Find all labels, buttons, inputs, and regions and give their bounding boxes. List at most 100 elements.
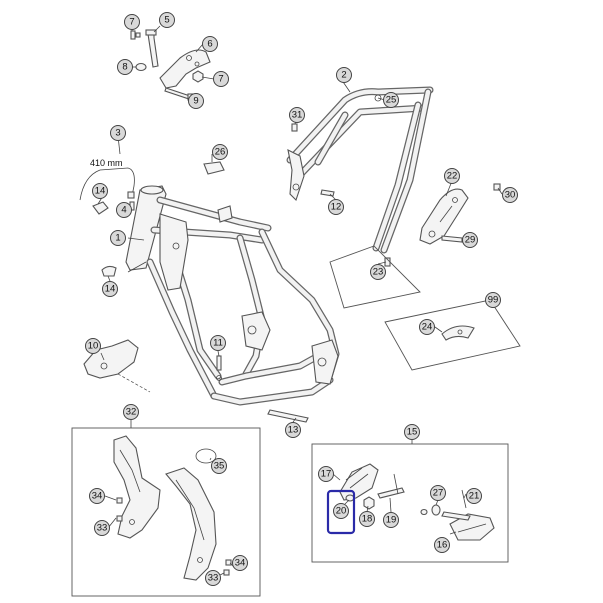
washer-20	[345, 494, 355, 502]
pin-19	[377, 487, 405, 499]
guard-screw-34-bottom	[225, 559, 232, 566]
kit-box-99	[384, 299, 521, 371]
callout-32: 32	[123, 404, 139, 420]
subframe	[286, 86, 434, 254]
callout-14-top: 14	[92, 183, 108, 199]
callout-35: 35	[211, 458, 227, 474]
footrest-box	[311, 443, 509, 563]
bolt-13	[267, 409, 309, 423]
svg-text:25: 25	[386, 95, 397, 106]
frame-guard-right	[165, 467, 217, 581]
callout-7-top: 7	[124, 14, 140, 30]
washer-lower	[420, 508, 428, 516]
callout-29: 29	[462, 232, 478, 248]
callout-18: 18	[359, 511, 375, 527]
svg-text:99: 99	[488, 295, 499, 306]
grommet-14-bottom	[101, 265, 117, 277]
svg-text:22: 22	[447, 171, 458, 182]
callout-25: 25	[383, 92, 399, 108]
callout-1: 1	[110, 230, 126, 246]
svg-text:13: 13	[288, 425, 299, 436]
callout-15: 15	[404, 424, 420, 440]
svg-text:24: 24	[422, 322, 433, 333]
cable-length-label: 410 mm	[90, 158, 123, 168]
svg-text:32: 32	[126, 407, 137, 418]
callout-9: 9	[188, 93, 204, 109]
svg-text:34: 34	[235, 558, 246, 569]
svg-text:26: 26	[215, 147, 226, 158]
svg-text:14: 14	[95, 186, 106, 197]
cable-clip-26	[203, 161, 225, 175]
cable-tie-35	[195, 448, 217, 464]
svg-text:1: 1	[115, 233, 120, 244]
callout-17: 17	[318, 466, 334, 482]
callout-11: 11	[210, 335, 226, 351]
svg-text:35: 35	[214, 461, 225, 472]
callout-16: 16	[434, 537, 450, 553]
callout-27: 27	[430, 485, 446, 501]
chain-slider-24	[441, 325, 475, 341]
svg-text:18: 18	[362, 514, 373, 525]
callout-22: 22	[444, 168, 460, 184]
frame-guard-box	[71, 427, 261, 597]
cable-3	[79, 167, 135, 201]
svg-text:33: 33	[97, 523, 108, 534]
callout-19: 19	[383, 512, 399, 528]
svg-text:14: 14	[105, 284, 116, 295]
small-screw-7-top	[130, 30, 141, 40]
svg-text:5: 5	[164, 15, 169, 26]
pin-lower	[441, 511, 471, 521]
callout-31: 31	[289, 107, 305, 123]
svg-text:11: 11	[213, 338, 223, 349]
svg-text:7: 7	[218, 74, 223, 85]
pin-21	[461, 489, 467, 509]
main-frame	[125, 185, 340, 406]
part-10-bracket	[83, 339, 151, 393]
svg-text:33: 33	[208, 573, 219, 584]
svg-text:4: 4	[121, 205, 126, 216]
callout-3: 3	[110, 125, 126, 141]
callout-12: 12	[328, 199, 344, 215]
spring-27	[431, 504, 441, 516]
callout-30: 30	[502, 187, 518, 203]
svg-text:19: 19	[386, 515, 397, 526]
callout-20: 20	[333, 503, 349, 519]
callout-5: 5	[159, 12, 175, 28]
svg-text:31: 31	[292, 110, 303, 121]
svg-text:15: 15	[407, 427, 418, 438]
callout-23: 23	[370, 264, 386, 280]
svg-text:8: 8	[122, 62, 127, 73]
screw-30	[493, 183, 501, 191]
spring-18	[363, 496, 375, 510]
svg-text:23: 23	[373, 267, 384, 278]
callout-14-bottom: 14	[102, 281, 118, 297]
guard-screw-33-bottom	[223, 569, 230, 576]
callout-2: 2	[336, 67, 352, 83]
svg-text:21: 21	[469, 491, 480, 502]
svg-text:30: 30	[505, 190, 516, 201]
footrest-17	[339, 463, 379, 501]
grommet-14-top	[92, 201, 109, 215]
svg-text:2: 2	[341, 70, 346, 81]
callout-8: 8	[117, 59, 133, 75]
callout-24: 24	[419, 319, 435, 335]
svg-text:17: 17	[321, 469, 332, 480]
svg-text:6: 6	[207, 39, 212, 50]
subframe-screw-12	[320, 189, 335, 197]
callout-33-top: 33	[94, 520, 110, 536]
callout-21: 21	[466, 488, 482, 504]
svg-text:27: 27	[433, 488, 444, 499]
frame-guard-left	[113, 435, 161, 539]
svg-text:29: 29	[465, 235, 476, 246]
callout-7-bottom: 7	[213, 71, 229, 87]
callout-34-top: 34	[89, 488, 105, 504]
footrest-16	[449, 513, 495, 541]
svg-text:12: 12	[331, 202, 342, 213]
callout-6: 6	[202, 36, 218, 52]
leader-lines	[97, 22, 503, 576]
screw-29	[441, 235, 463, 243]
svg-text:7: 7	[129, 17, 134, 28]
guard-screw-33-top	[116, 515, 123, 522]
callout-99: 99	[485, 292, 501, 308]
